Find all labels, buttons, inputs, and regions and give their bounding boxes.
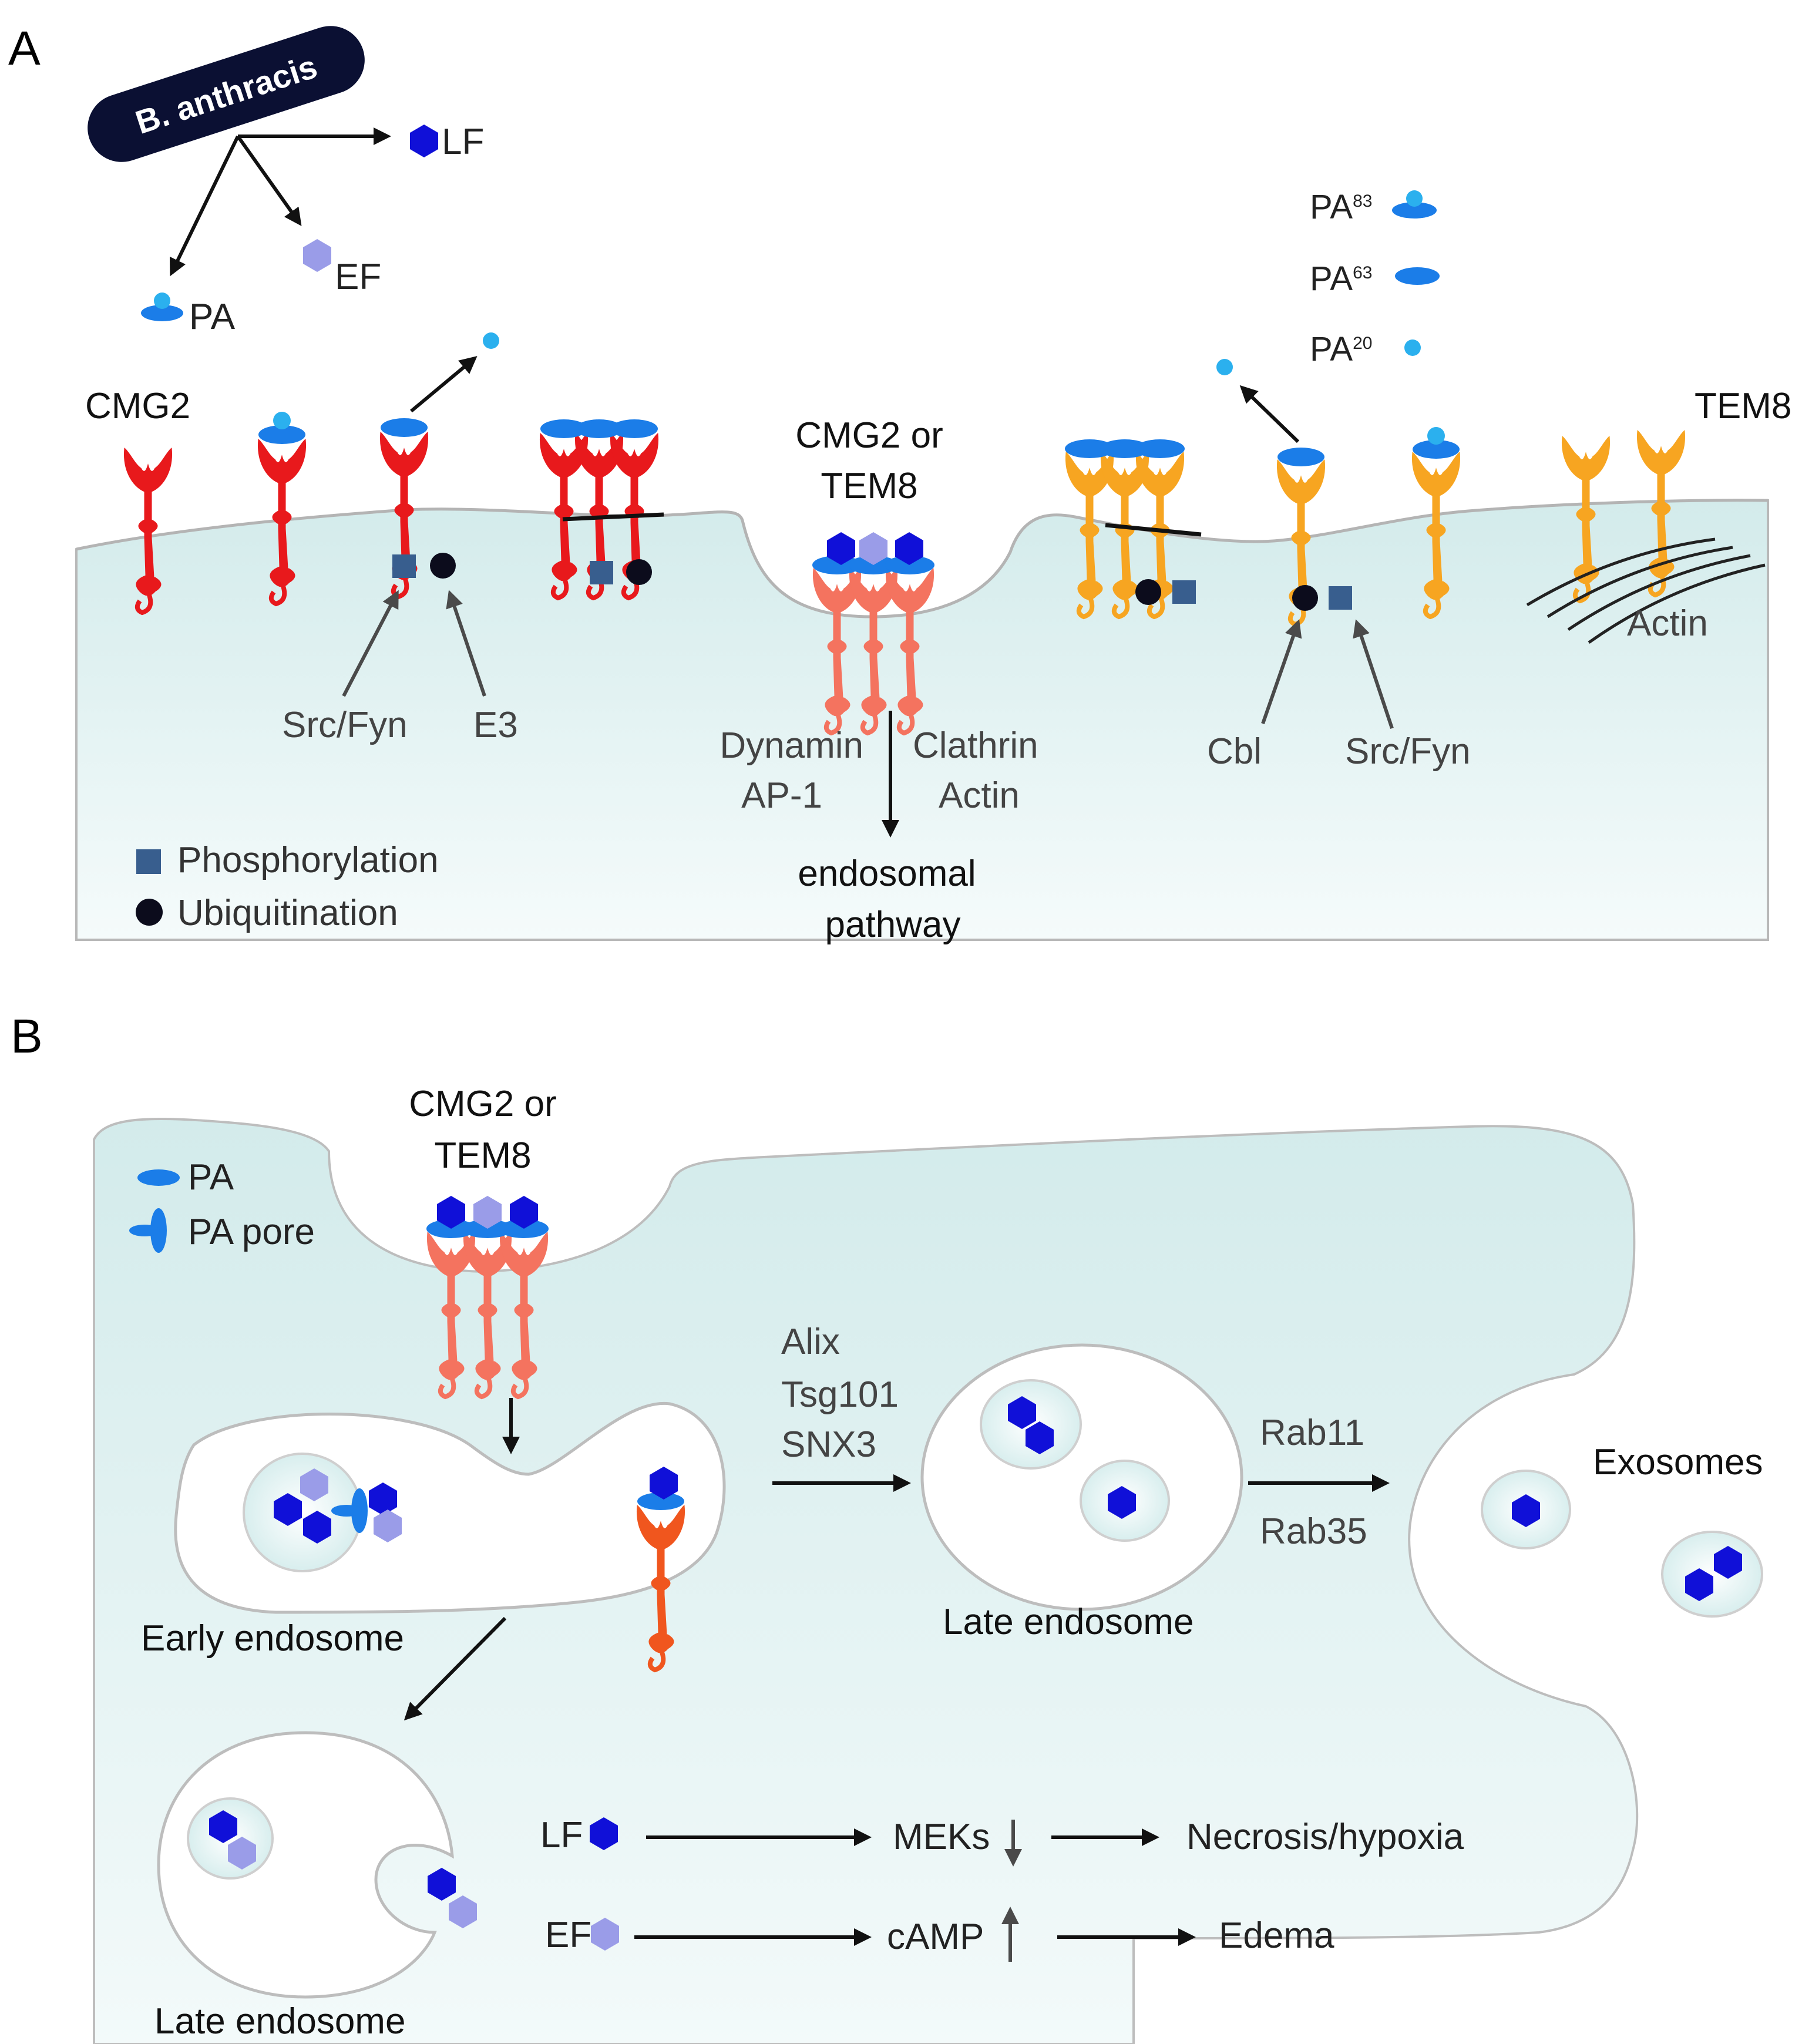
ubiq-mark (626, 559, 652, 585)
late-endosome-right-label: Late endosome (943, 1602, 1194, 1642)
ef-effect-label: EF (545, 1915, 591, 1955)
camp-label: cAMP (887, 1917, 984, 1957)
pa20-released-right (1216, 359, 1233, 375)
pa-on-cmg2 (258, 412, 658, 444)
pa20-release-arrow-right (1239, 385, 1300, 443)
ap1-label: AP-1 (741, 775, 822, 816)
meks-label: MEKs (893, 1817, 990, 1857)
pa20-legend-label: PA20 (1310, 330, 1372, 368)
phospho-mark (590, 561, 613, 584)
phospho-mark (392, 554, 416, 578)
secretion-arrows (169, 127, 391, 277)
exosome (1661, 1531, 1763, 1618)
phospho-mark (1172, 580, 1196, 604)
tem8-label: TEM8 (1695, 386, 1791, 426)
pa83-icon (141, 293, 183, 321)
pit-pa-toxins-b (426, 1196, 549, 1238)
pa-on-tem8 (1065, 427, 1460, 466)
ef-toxin-icon (303, 239, 331, 272)
ef-label: EF (335, 257, 381, 297)
lf-label: LF (442, 122, 484, 162)
pit-label-b-line1: CMG2 or (409, 1084, 556, 1124)
pa-pore-legend-icon (129, 1208, 167, 1253)
late-endosome-bottom-label: Late endosome (154, 2001, 405, 2042)
to-late-endosome-bottom-arrow (404, 1616, 507, 1721)
tsg101-label: Tsg101 (781, 1374, 899, 1415)
src-fyn-arrow-right (1353, 619, 1394, 729)
pit-label-a-line2: TEM8 (821, 466, 917, 506)
rab35-label: Rab35 (1260, 1511, 1367, 1552)
pit-label-a-line1: CMG2 or (795, 415, 943, 456)
necrosis-label: Necrosis/hypoxia (1186, 1817, 1464, 1857)
pa20-release-arrow-left (410, 356, 478, 413)
src-fyn-arrow-left (342, 590, 399, 697)
late-endosome-right (920, 1343, 1243, 1611)
pa-label: PA (189, 297, 236, 337)
pa-forms-legend: PA83 PA63 PA20 (1310, 188, 1440, 368)
e3-label: E3 (473, 705, 518, 745)
endosomal-pathway-label-2: pathway (825, 905, 961, 945)
lf-effect-label: LF (540, 1815, 583, 1855)
snx3-label: SNX3 (781, 1424, 876, 1465)
cmg2-label: CMG2 (85, 386, 190, 426)
phospho-mark (1329, 586, 1352, 610)
actin-label-pit: Actin (939, 775, 1020, 816)
dynamin-label: Dynamin (720, 725, 863, 766)
pa-icon (637, 1492, 684, 1510)
src-fyn-label-right: Src/Fyn (1345, 731, 1471, 772)
pa20-released-left (483, 332, 499, 349)
actin-filaments (1526, 537, 1766, 644)
edema-label: Edema (1219, 1915, 1334, 1956)
src-fyn-label-left: Src/Fyn (282, 705, 408, 745)
endosomal-pathway-label-1: endosomal (798, 853, 976, 894)
ubiquitination-legend-label: Ubiquitination (177, 893, 398, 933)
bacterium-b-anthracis: B. anthracis (88, 26, 365, 162)
panel-b-letter: B (11, 1010, 43, 1063)
cell-membrane-b (93, 1118, 1639, 2044)
rab11-label: Rab11 (1260, 1413, 1364, 1453)
panel-a-letter: A (8, 22, 41, 75)
ubiq-mark (430, 553, 456, 579)
lipid-raft-left (562, 512, 664, 522)
pa-pore-icon (331, 1488, 368, 1533)
e3-arrow (446, 590, 486, 697)
early-endosome-label: Early endosome (141, 1618, 404, 1659)
lf-toxin-icon (410, 125, 438, 157)
ubiq-mark (1135, 579, 1161, 605)
intraluminal-vesicle (980, 1379, 1082, 1470)
actin-label: Actin (1627, 603, 1708, 644)
membrane-edge-a (76, 499, 1769, 618)
pit-receptors-b (427, 1232, 547, 1397)
phosphorylation-legend-label: Phosphorylation (177, 840, 439, 880)
pit-pa-toxins-a (812, 532, 934, 574)
exosomes-label: Exosomes (1593, 1442, 1763, 1482)
alix-label: Alix (781, 1322, 840, 1362)
lipid-raft-right (1105, 523, 1202, 537)
clathrin-label: Clathrin (913, 725, 1038, 766)
pa63-legend-label: PA63 (1310, 260, 1372, 298)
phosphorylation-legend-icon (136, 849, 161, 874)
ubiq-mark (1292, 585, 1318, 611)
pa-pore-legend-label: PA pore (188, 1212, 315, 1252)
pit-receptors-a (813, 569, 933, 733)
cbl-arrow (1261, 619, 1302, 724)
ubiquitination-legend-icon (136, 899, 163, 926)
pa-legend-icon (137, 1169, 180, 1186)
cbl-label: Cbl (1207, 731, 1262, 772)
pa-legend-label: PA (188, 1157, 234, 1198)
pit-label-b-line2: TEM8 (434, 1135, 531, 1176)
pa83-legend-label: PA83 (1310, 188, 1372, 226)
